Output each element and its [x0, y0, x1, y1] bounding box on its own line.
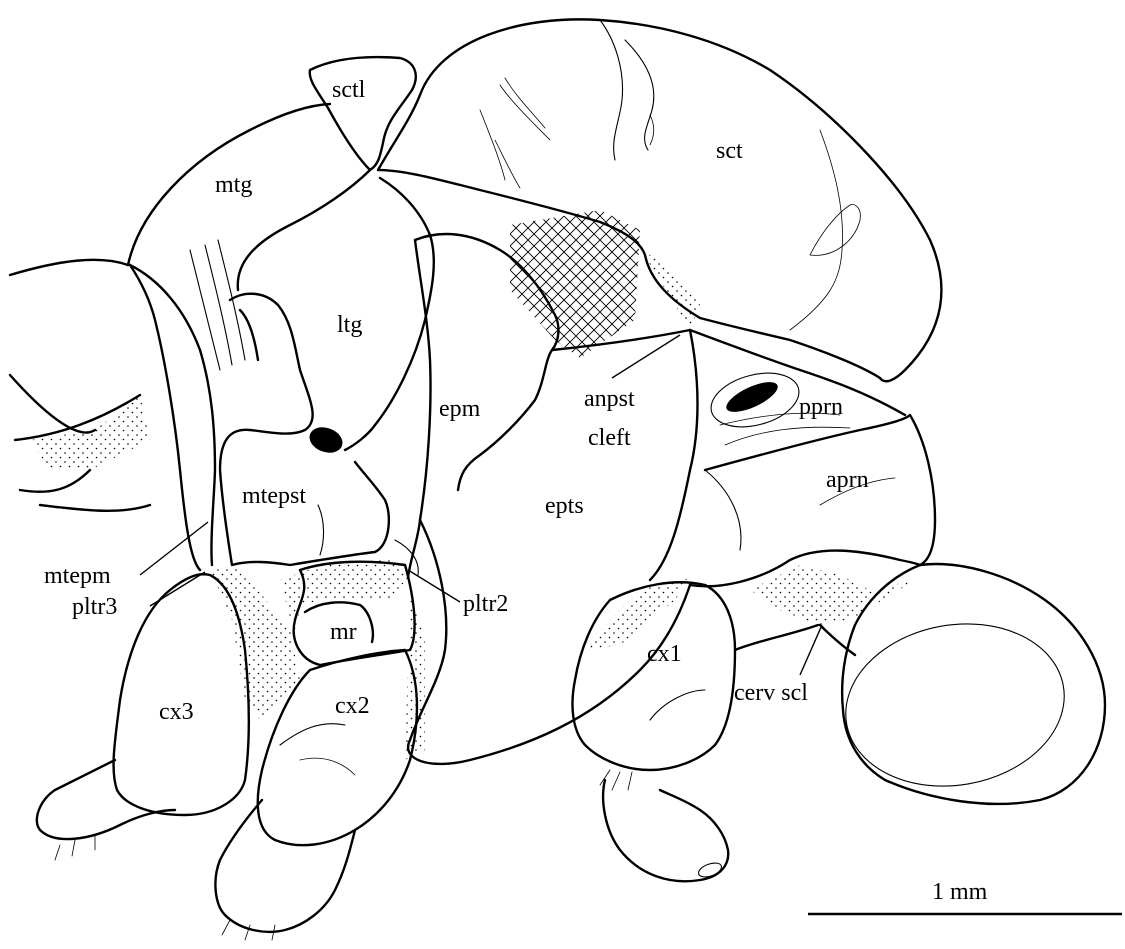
mtepst-outline	[220, 294, 389, 565]
membrane-anterior-pleural	[640, 248, 700, 330]
label-cerv-scl: cerv scl	[734, 680, 808, 706]
label-mr: mr	[330, 619, 357, 645]
label-sct: sct	[716, 138, 743, 164]
label-cleft: cleft	[588, 425, 631, 451]
membrane-cervical	[750, 565, 915, 625]
label-mtg: mtg	[215, 172, 252, 198]
label-epm: epm	[439, 396, 481, 422]
label-anpst: anpst	[584, 386, 635, 412]
label-mtepm: mtepm	[44, 563, 111, 589]
epm-outline	[408, 240, 431, 578]
label-pprn: pprn	[799, 394, 843, 420]
label-epts: epts	[545, 493, 584, 519]
leg2	[215, 800, 355, 932]
label-sctl: sctl	[332, 77, 366, 103]
leader-cerv-scl	[800, 625, 822, 675]
leg1	[603, 780, 728, 881]
scutellum-outline	[310, 57, 416, 170]
label-pltr2: pltr2	[463, 591, 508, 617]
label-pltr3: pltr3	[72, 594, 117, 620]
label-ltg: ltg	[337, 312, 362, 338]
sclerite-outlines	[10, 19, 1105, 940]
label-cx1: cx1	[647, 641, 682, 667]
label-aprn: aprn	[826, 467, 869, 493]
label-mtepst: mtepst	[242, 483, 306, 509]
leg3	[37, 760, 175, 839]
scale-bar: 1 mm	[808, 879, 1122, 914]
scutum-outline	[378, 19, 941, 381]
leader-pltr2	[408, 570, 460, 602]
label-cx2: cx2	[335, 693, 370, 719]
scale-bar-label: 1 mm	[932, 879, 988, 905]
abdomen-outline	[10, 260, 128, 275]
leader-pltr3	[150, 572, 205, 606]
label-cx3: cx3	[159, 699, 194, 725]
metathoracic-spiracle	[306, 423, 346, 457]
